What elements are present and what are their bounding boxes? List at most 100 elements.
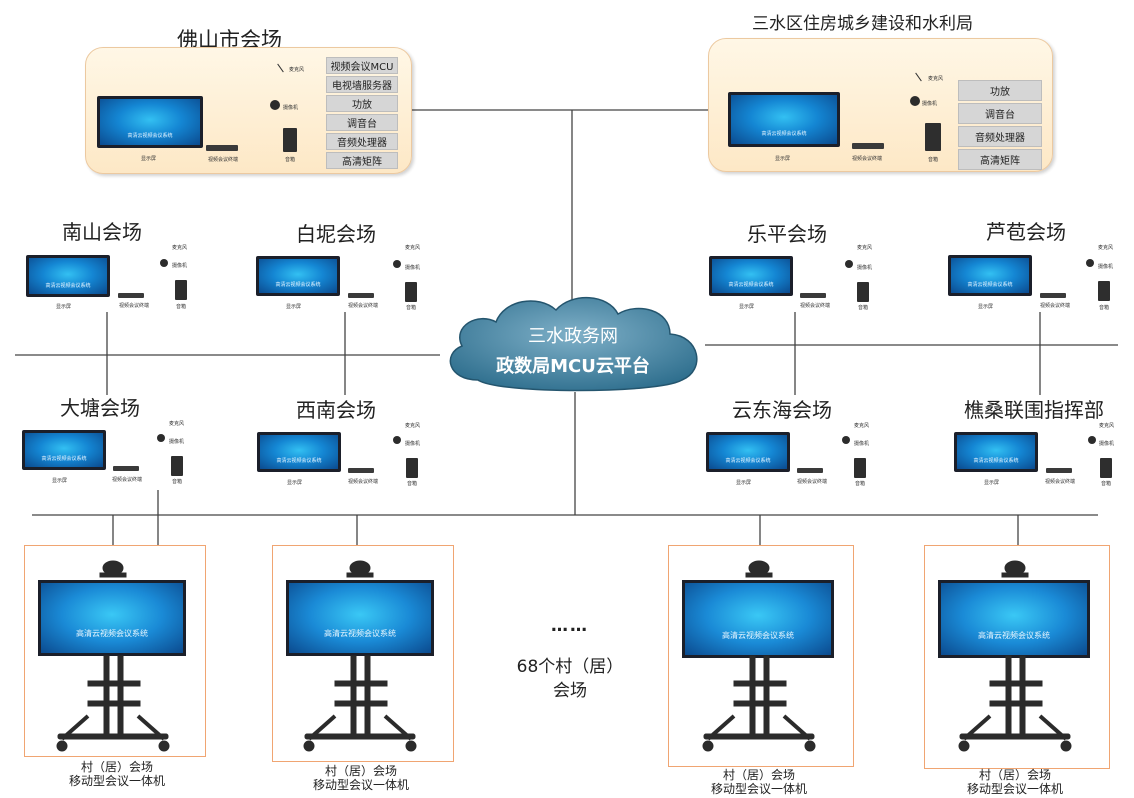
codec-icon — [1046, 468, 1072, 473]
equipment-item: 视频会议MCU — [326, 57, 398, 74]
codec-icon — [348, 293, 374, 298]
mic-label: 麦克风 — [172, 245, 188, 251]
display-icon: 高清云视频会议系统 — [22, 430, 106, 470]
codec-icon — [113, 466, 139, 471]
camera-label: 摄像机 — [857, 265, 873, 271]
display-label: 显示屏 — [739, 304, 755, 310]
display-label: 显示屏 — [736, 480, 752, 486]
mic-label: 麦克风 — [928, 76, 944, 82]
speaker-icon — [1100, 458, 1112, 478]
venue-title-nanshan: 南山会场 — [62, 220, 142, 244]
equipment-list-foshan: 视频会议MCU 电视墙服务器 功放 调音台 音频处理器 高清矩阵 — [326, 57, 398, 169]
codec-label: 视频会议终端 — [112, 477, 143, 483]
village-caption-line2: 移动型会议一体机 — [710, 782, 807, 796]
display-label: 显示屏 — [56, 304, 72, 310]
speaker-icon — [925, 123, 941, 151]
camera-icon — [157, 434, 165, 442]
codec-label: 视频会议终端 — [208, 157, 239, 163]
display-icon: 高清云视频会议系统 — [954, 432, 1038, 472]
camera-label: 摄像机 — [169, 439, 185, 445]
village-count-line2: 会场 — [553, 681, 587, 701]
venue-title-xinan: 西南会场 — [296, 398, 376, 422]
speaker-label: 音箱 — [1101, 481, 1112, 487]
speaker-label: 音箱 — [928, 157, 939, 163]
venue-title-lubao: 芦苞会场 — [986, 220, 1066, 244]
equipment-item: 调音台 — [958, 103, 1042, 124]
equipment-list-sanshui: 功放 调音台 音频处理器 高清矩阵 — [958, 80, 1042, 170]
camera-label: 摄像机 — [1098, 264, 1114, 270]
camera-icon — [393, 260, 401, 268]
codec-icon — [852, 143, 884, 149]
mobile-stand-icon — [303, 560, 417, 752]
codec-icon — [348, 468, 374, 473]
camera-icon — [1086, 259, 1094, 267]
display-icon: 高清云视频会议系统 — [948, 255, 1032, 296]
display-label: 显示屏 — [141, 156, 157, 162]
codec-label: 视频会议终端 — [348, 479, 379, 485]
codec-label: 视频会议终端 — [797, 479, 828, 485]
display-label: 显示屏 — [287, 480, 303, 486]
camera-label: 摄像机 — [405, 265, 421, 271]
speaker-icon — [1098, 281, 1110, 301]
mic-label: 麦克风 — [405, 245, 421, 251]
display-icon: 高清云视频会议系统 — [682, 580, 834, 658]
display-label: 显示屏 — [286, 304, 302, 310]
display-icon: 高清云视频会议系统 — [938, 580, 1090, 658]
venue-title-yundonghai: 云东海会场 — [732, 398, 832, 422]
display-icon: 高清云视频会议系统 — [26, 255, 110, 297]
camera-label: 摄像机 — [922, 101, 938, 107]
equipment-item: 音频处理器 — [958, 126, 1042, 147]
mobile-stand-icon — [56, 560, 170, 752]
hub-line1: 三水政务网 — [528, 326, 618, 347]
village-caption-line1: 村（居）会场 — [722, 768, 795, 782]
camera-label: 摄像机 — [172, 263, 188, 269]
display-icon: 高清云视频会议系统 — [97, 96, 203, 148]
mic-label: 麦克风 — [1099, 423, 1115, 429]
camera-label: 摄像机 — [854, 441, 870, 447]
codec-label: 视频会议终端 — [800, 303, 831, 309]
camera-icon — [910, 96, 920, 106]
venue-title-sanshui: 三水区住房城乡建设和水利局 — [752, 14, 973, 34]
speaker-label: 音箱 — [858, 305, 869, 311]
village-caption-line1: 村（居）会场 — [324, 764, 397, 778]
village-caption-line1: 村（居）会场 — [80, 760, 153, 774]
venue-title-baini: 白坭会场 — [296, 222, 376, 246]
speaker-label: 音箱 — [855, 481, 866, 487]
mic-label: 麦克风 — [405, 423, 421, 429]
village-caption-line2: 移动型会议一体机 — [312, 778, 409, 792]
village-caption-line2: 移动型会议一体机 — [966, 782, 1063, 796]
mic-label: 麦克风 — [854, 423, 870, 429]
equipment-item: 高清矩阵 — [326, 152, 398, 169]
equipment-item: 音频处理器 — [326, 133, 398, 150]
codec-label: 视频会议终端 — [119, 303, 150, 309]
display-icon: 高清云视频会议系统 — [706, 432, 790, 472]
display-icon: 高清云视频会议系统 — [256, 256, 340, 296]
cloud-platform-icon — [449, 297, 698, 392]
hub-line2: 政数局MCU云平台 — [496, 356, 650, 377]
equipment-item: 功放 — [958, 80, 1042, 101]
speaker-icon — [405, 282, 417, 302]
codec-icon — [206, 145, 238, 151]
camera-label: 摄像机 — [283, 105, 299, 111]
codec-icon — [118, 293, 144, 298]
speaker-label: 音箱 — [406, 305, 417, 311]
display-icon: 高清云视频会议系统 — [286, 580, 434, 656]
codec-label: 视频会议终端 — [1040, 303, 1071, 309]
mic-label: 麦克风 — [857, 245, 873, 251]
display-label: 显示屏 — [775, 156, 791, 162]
venue-title-leping: 乐平会场 — [747, 222, 827, 246]
display-label: 显示屏 — [52, 478, 68, 484]
speaker-icon — [171, 456, 183, 476]
camera-label: 摄像机 — [1099, 441, 1115, 447]
speaker-label: 音箱 — [285, 157, 296, 163]
equipment-item: 电视墙服务器 — [326, 76, 398, 93]
codec-icon — [800, 293, 826, 298]
display-icon: 高清云视频会议系统 — [257, 432, 341, 472]
speaker-label: 音箱 — [172, 479, 183, 485]
camera-icon — [842, 436, 850, 444]
display-label: 显示屏 — [984, 480, 1000, 486]
display-icon: 高清云视频会议系统 — [728, 92, 840, 147]
mobile-stand-icon — [958, 560, 1072, 752]
display-label: 显示屏 — [978, 304, 994, 310]
